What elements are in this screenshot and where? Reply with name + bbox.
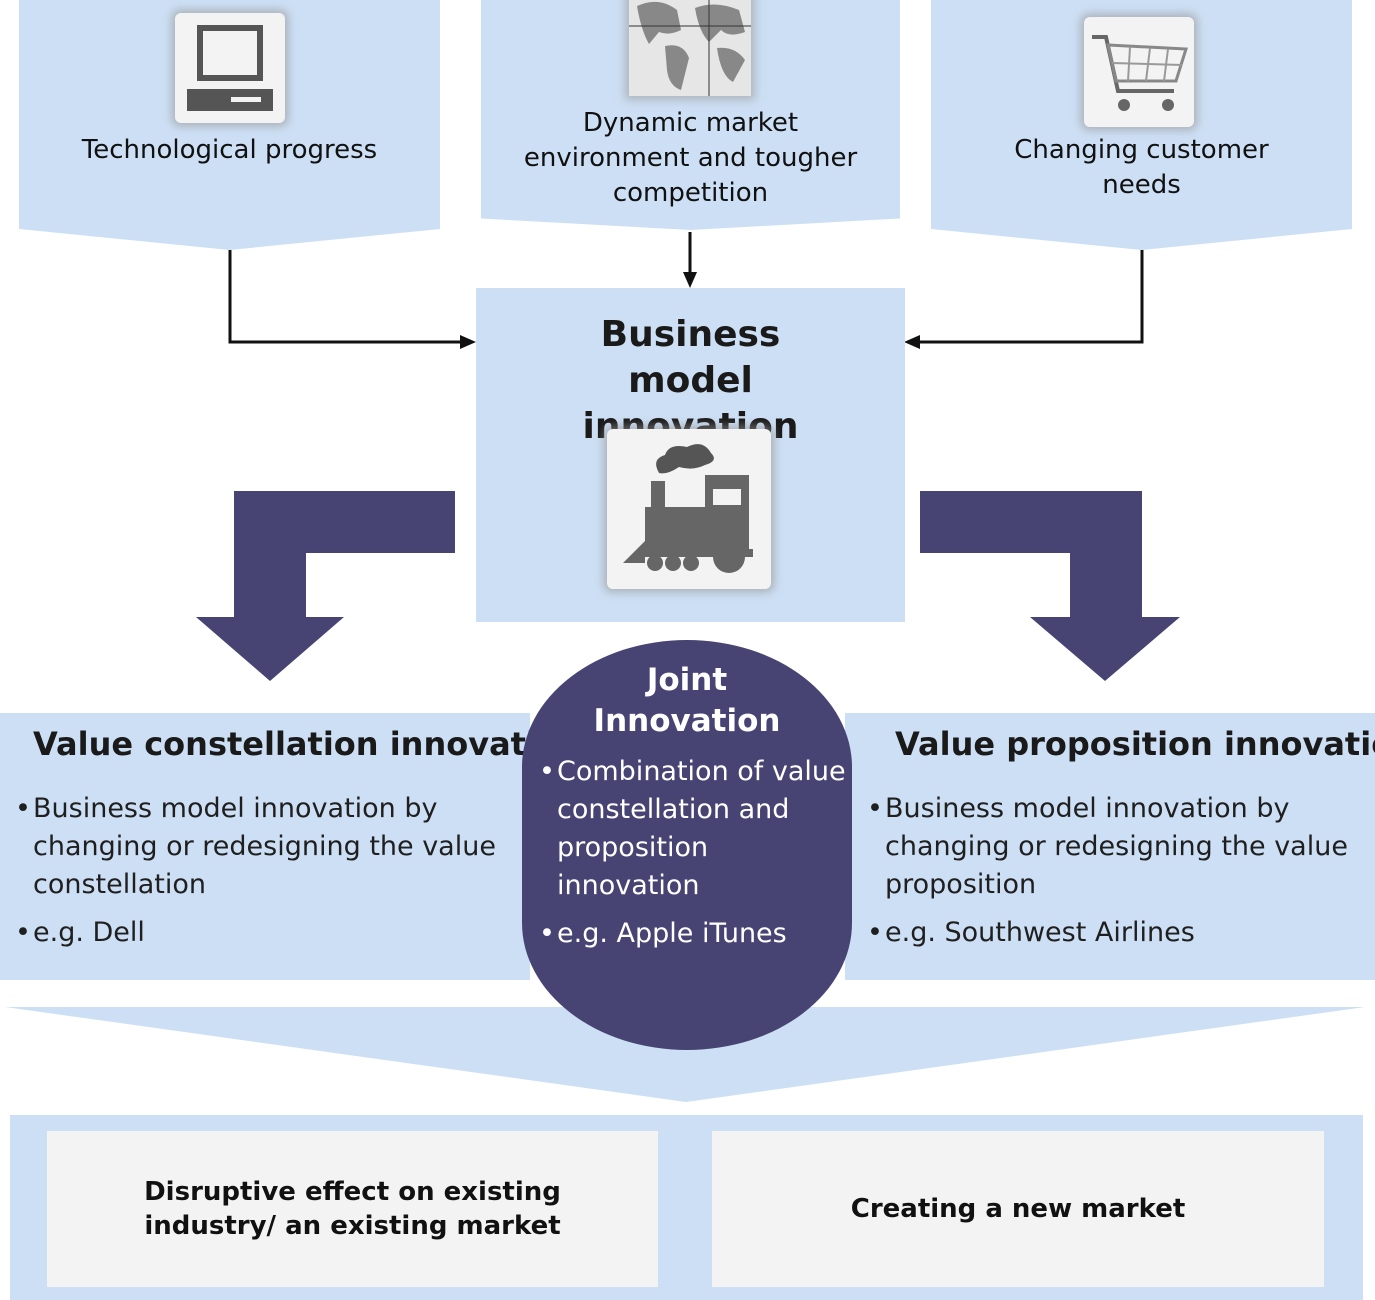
- driver-box-technology: Technological progress: [19, 0, 440, 250]
- outcome-new-market: Creating a new market: [712, 1131, 1324, 1287]
- joint-bullet: •Combination of value constellation and …: [539, 756, 846, 901]
- value-constellation-bullet: •e.g. Dell: [15, 917, 145, 948]
- train-icon: [607, 429, 771, 589]
- funnel-chevron: [5, 1007, 1365, 1102]
- purple-arrows: [196, 491, 1180, 681]
- connector-left: [228, 250, 468, 344]
- arrowhead-left: [460, 335, 476, 349]
- value-constellation-title: Value constellation innovation: [33, 725, 582, 763]
- value-constellation-bullet: •Business model innovation by changing o…: [15, 793, 496, 900]
- computer-icon: [175, 13, 285, 123]
- center-box: Business model innovation: [476, 288, 905, 622]
- value-proposition-bullet: •e.g. Southwest Airlines: [867, 917, 1195, 948]
- connector-arrows: [228, 232, 1144, 349]
- value-proposition-bullet: •Business model innovation by changing o…: [867, 793, 1348, 900]
- driver-label: Dynamic market environment and tougher c…: [523, 108, 858, 208]
- joint-bullet: •e.g. Apple iTunes: [539, 918, 787, 949]
- center-title: Business model innovation: [582, 314, 799, 447]
- arrowhead-middle: [683, 272, 697, 288]
- value-constellation-section: Value constellation innovation •Business…: [0, 713, 582, 980]
- shopping-cart-icon: [1084, 17, 1194, 127]
- globe-icon: [629, 0, 751, 96]
- arrowhead-right: [904, 335, 920, 349]
- value-proposition-title: Value proposition innovation: [895, 725, 1375, 763]
- joint-innovation-circle: Joint Innovation •Combination of value c…: [522, 640, 852, 1050]
- arrow-down-right: [920, 491, 1180, 681]
- driver-box-market: Dynamic market environment and tougher c…: [481, 0, 900, 230]
- joint-title: Joint Innovation: [593, 662, 781, 739]
- connector-right: [914, 250, 1144, 344]
- driver-label: Technological progress: [81, 135, 378, 165]
- driver-box-customer: Changing customer needs: [931, 0, 1352, 250]
- arrow-down-left: [196, 491, 455, 681]
- outcome-disruptive: Disruptive effect on existing industry/ …: [47, 1131, 658, 1287]
- driver-label: Changing customer needs: [1014, 135, 1269, 200]
- value-proposition-section: Value proposition innovation •Business m…: [845, 713, 1375, 980]
